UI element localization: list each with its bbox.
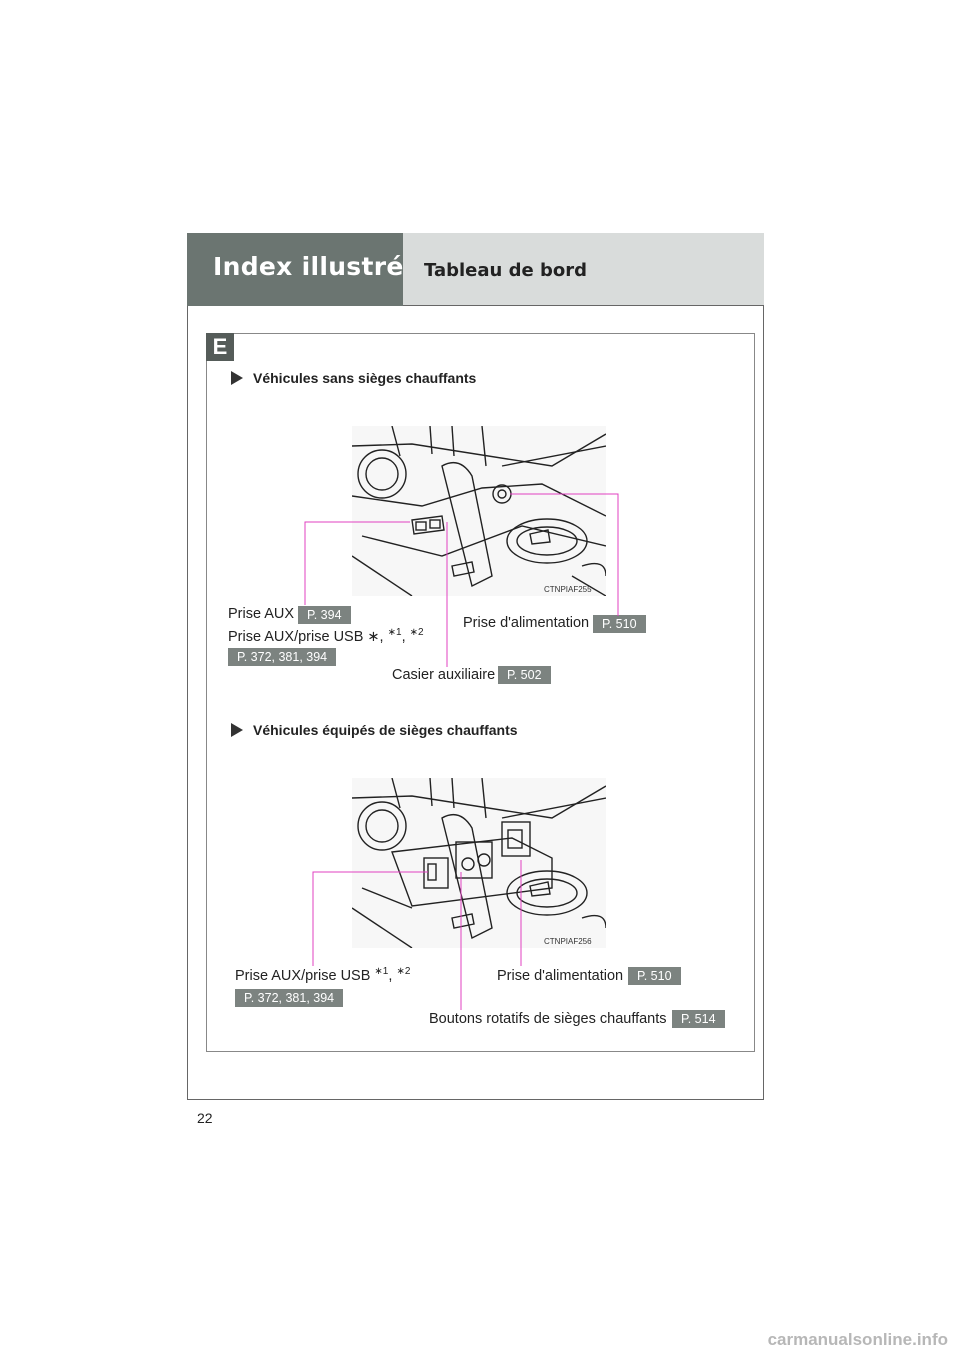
power-outlet-page-ref-1[interactable]: P. 510 (593, 615, 646, 633)
site-watermark[interactable]: carmanualsonline.info (767, 1330, 948, 1349)
callout-aux-2 (312, 871, 428, 966)
footnote-separator: , (388, 967, 397, 984)
section-header-bar (187, 233, 403, 306)
page-header-bar (403, 233, 764, 306)
power-outlet-label-1: Prise d'alimentation (463, 615, 590, 631)
footnote-mark-1: ∗1 (387, 627, 402, 638)
console-illustration-1: CTNPIAF255 (352, 426, 606, 596)
triangle-bullet-icon (231, 371, 243, 385)
aux-usb-label-1-text: Prise AUX/prise USB ∗, (228, 628, 388, 645)
footnote-mark-2: ∗2 (409, 627, 424, 638)
page-title: Tableau de bord (424, 260, 587, 281)
console-illustration-2: CTNPIAF256 (352, 778, 606, 948)
image-code-2: CTNPIAF256 (544, 937, 592, 946)
footnote-separator: , (401, 628, 410, 645)
content-box (206, 333, 755, 1052)
aux-jack-label: Prise AUX (228, 606, 295, 622)
seat-heater-label: Boutons rotatifs de sièges chauffants (429, 1011, 667, 1027)
footnote-mark-2: ∗2 (396, 966, 411, 977)
aux-usb-page-ref-1[interactable]: P. 372, 381, 394 (228, 648, 337, 666)
power-outlet-label-2: Prise d'alimentation (497, 968, 624, 984)
callout-aux-1 (304, 521, 410, 605)
aux-usb-page-ref-2[interactable]: P. 372, 381, 394 (235, 989, 344, 1007)
block1-heading: Véhicules sans sièges chauffants (231, 370, 476, 386)
storage-page-ref[interactable]: P. 502 (498, 666, 551, 684)
footnote-mark-1: ∗1 (374, 966, 389, 977)
aux-usb-label-2-text: Prise AUX/prise USB (235, 967, 375, 984)
block2-heading: Véhicules équipés de sièges chauffants (231, 722, 518, 738)
seat-heater-page-ref[interactable]: P. 514 (672, 1010, 725, 1028)
aux-usb-label-2: Prise AUX/prise USB ∗1, ∗2 (235, 966, 410, 984)
section-title: Index illustré (213, 252, 404, 281)
triangle-bullet-icon (231, 723, 243, 737)
block1-heading-text: Véhicules sans sièges chauffants (253, 370, 477, 386)
aux-jack-page-ref[interactable]: P. 394 (298, 606, 351, 624)
image-code-1: CTNPIAF255 (544, 585, 592, 594)
page-number: 22 (197, 1110, 213, 1126)
aux-usb-label-1: Prise AUX/prise USB ∗, ∗1, ∗2 (228, 627, 424, 645)
storage-label: Casier auxiliaire (392, 667, 496, 683)
section-letter-badge: E (206, 333, 234, 361)
power-outlet-page-ref-2[interactable]: P. 510 (628, 967, 681, 985)
block2-heading-text: Véhicules équipés de sièges chauffants (253, 722, 518, 738)
callout-power-1 (510, 493, 619, 616)
